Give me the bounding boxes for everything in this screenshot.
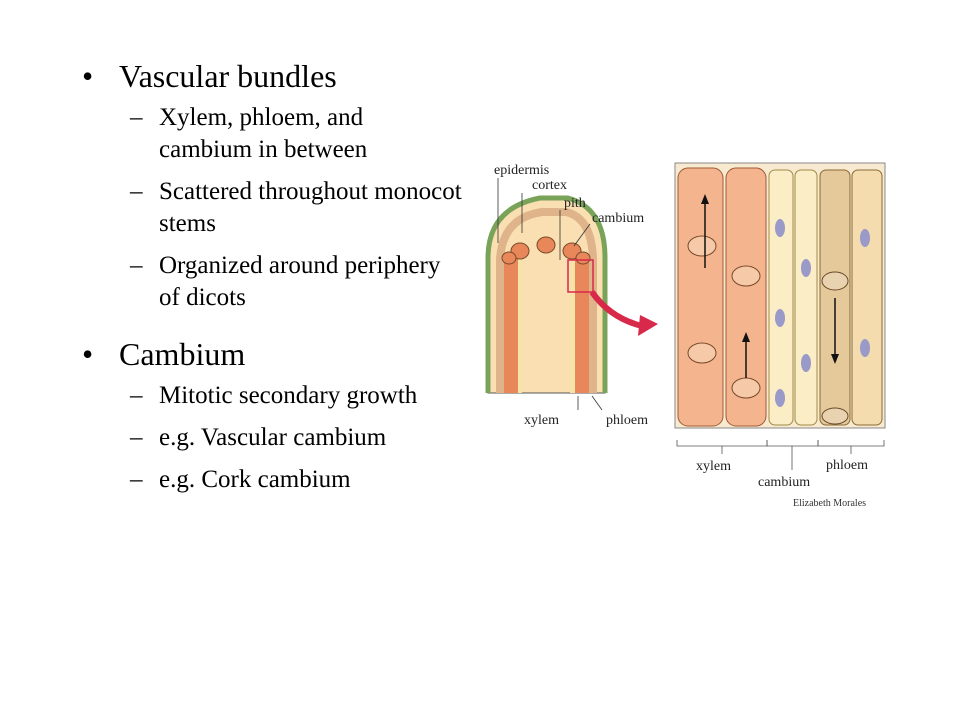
nucleus-5 bbox=[775, 389, 785, 407]
nucleus-2 bbox=[801, 259, 811, 277]
flow-arrow-up-2-head bbox=[742, 332, 750, 342]
sub-bullet-xylem-phloem: – Xylem, phloem, and cambium in between bbox=[82, 102, 462, 166]
label-phloem-magnified: phloem bbox=[826, 458, 868, 473]
magnified-tissue-illustration bbox=[674, 162, 886, 429]
cambium-strand-left bbox=[518, 258, 522, 393]
sub-bullet-scattered: – Scattered throughout monocot stems bbox=[82, 176, 462, 240]
sub-bullet-text: e.g. Vascular cambium bbox=[159, 424, 387, 451]
bullet-vascular-bundles: • Vascular bundles bbox=[82, 56, 462, 96]
label-cortex: cortex bbox=[532, 178, 567, 193]
label-xylem: xylem bbox=[524, 413, 559, 428]
xylem-strand-right bbox=[575, 258, 589, 393]
nucleus-7 bbox=[860, 339, 870, 357]
label-epidermis: epidermis bbox=[494, 163, 549, 178]
bundle-far-left bbox=[501, 251, 517, 265]
nucleus-6 bbox=[860, 229, 870, 247]
sub-bullet-text: Xylem, phloem, and cambium in between bbox=[159, 104, 368, 163]
pit-4 bbox=[731, 377, 761, 399]
sub-bullet-vascular-cambium: – e.g. Vascular cambium bbox=[82, 422, 462, 454]
bullet-text: Cambium bbox=[119, 336, 246, 372]
stem-section-illustration bbox=[485, 178, 608, 411]
flow-arrow-down-1-head bbox=[831, 354, 839, 364]
sieve-plate-1 bbox=[821, 271, 849, 291]
zoom-box bbox=[567, 259, 594, 293]
sub-bullet-dash: – bbox=[130, 382, 143, 409]
bracket-phloem bbox=[817, 440, 885, 447]
label-cambium-magnified: cambium bbox=[758, 475, 810, 490]
nucleus-1 bbox=[775, 219, 785, 237]
sub-bullet-cork-cambium: – e.g. Cork cambium bbox=[82, 464, 462, 496]
bullet-dot: • bbox=[82, 336, 94, 372]
bullet-list: • Vascular bundles – Xylem, phloem, and … bbox=[82, 56, 462, 506]
sub-bullet-organized: – Organized around periphery of dicots bbox=[82, 250, 462, 314]
bracket-xylem bbox=[676, 440, 768, 447]
sub-bullet-dash: – bbox=[130, 252, 143, 279]
phloem-column-2 bbox=[851, 169, 883, 426]
label-phloem: phloem bbox=[606, 413, 648, 428]
sub-bullet-text: Organized around periphery of dicots bbox=[159, 252, 441, 311]
pit-1 bbox=[687, 235, 717, 257]
bullet-text: Vascular bundles bbox=[119, 58, 337, 94]
label-pith: pith bbox=[564, 196, 586, 211]
sub-bullet-dash: – bbox=[130, 466, 143, 493]
sub-bullet-text: Scattered throughout monocot stems bbox=[159, 178, 462, 237]
sub-bullet-text: e.g. Cork cambium bbox=[159, 466, 351, 493]
phloem-column-1 bbox=[819, 169, 851, 426]
leader-cambium bbox=[573, 223, 591, 247]
xylem-column-1 bbox=[677, 167, 724, 427]
sub-bullet-dash: – bbox=[130, 178, 143, 205]
sub-bullet-dash: – bbox=[130, 104, 143, 131]
sieve-plate-2 bbox=[821, 407, 849, 425]
sub-bullet-mitotic: – Mitotic secondary growth bbox=[82, 380, 462, 412]
cortex-layer bbox=[496, 208, 597, 393]
sub-bullet-dash: – bbox=[130, 424, 143, 451]
stem-anatomy-figure: epidermis cortex pith cambium xylem phlo… bbox=[485, 162, 886, 509]
leader-phloem bbox=[591, 395, 603, 411]
cambium-column-1 bbox=[768, 169, 794, 426]
bundle-far-right bbox=[575, 251, 591, 265]
bullet-dot: • bbox=[82, 58, 94, 94]
figure-credit: Elizabeth Morales bbox=[793, 498, 866, 509]
sub-bullet-text: Mitotic secondary growth bbox=[159, 382, 418, 409]
xylem-strand-left bbox=[504, 258, 518, 393]
pit-2 bbox=[731, 265, 761, 287]
label-cambium: cambium bbox=[592, 211, 644, 226]
zoom-arrow-head bbox=[638, 315, 658, 336]
bullet-cambium: • Cambium bbox=[82, 334, 462, 374]
nucleus-3 bbox=[775, 309, 785, 327]
phloem-strand-right bbox=[570, 258, 575, 393]
cambium-column-2 bbox=[794, 169, 818, 426]
bracket-cambium bbox=[766, 440, 819, 447]
epidermis-layer bbox=[485, 195, 608, 393]
flow-arrow-up-1-head bbox=[701, 194, 709, 204]
nucleus-4 bbox=[801, 354, 811, 372]
zoom-arrow bbox=[589, 290, 643, 329]
xylem-column-2 bbox=[725, 167, 767, 427]
label-xylem-magnified: xylem bbox=[696, 459, 731, 474]
pit-3 bbox=[687, 342, 717, 364]
bundle-top bbox=[536, 236, 556, 254]
